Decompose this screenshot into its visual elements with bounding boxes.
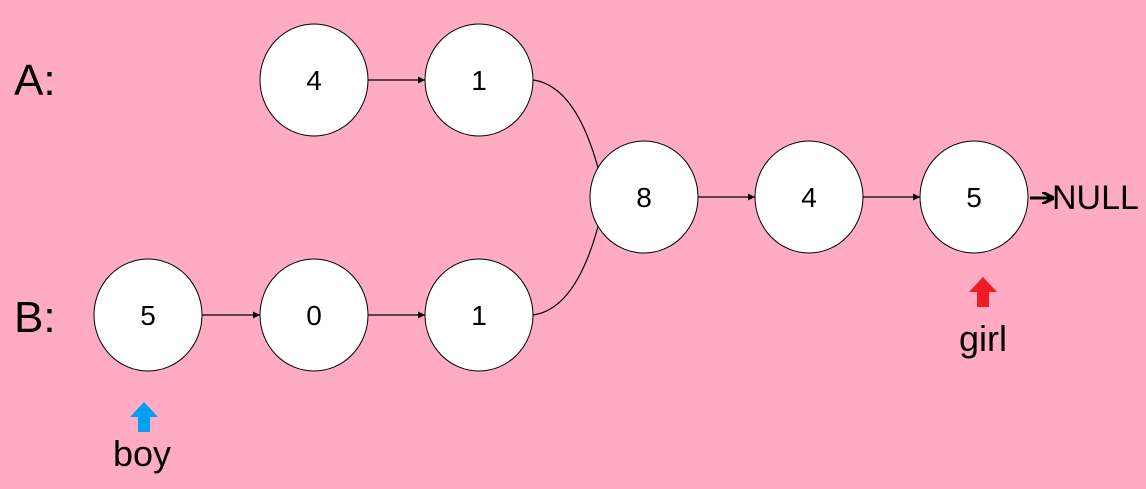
boy-pointer-label: boy <box>113 433 171 474</box>
girl-pointer-label: girl <box>959 318 1007 359</box>
node-value: 1 <box>471 300 487 331</box>
row-label-a: A: <box>14 56 56 105</box>
boy-pointer-arrow-icon <box>130 402 158 432</box>
node-circle <box>919 140 1029 254</box>
node-value: 8 <box>636 182 652 213</box>
node-value: 4 <box>801 182 817 213</box>
node-circle <box>259 258 369 372</box>
list-node-b3: 1 <box>424 258 534 372</box>
row-label-b: B: <box>14 293 56 342</box>
node-value: 4 <box>306 65 322 96</box>
node-value: 5 <box>140 300 156 331</box>
node-value: 0 <box>306 300 322 331</box>
node-circle <box>424 258 534 372</box>
node-circle <box>754 140 864 254</box>
girl-pointer-arrow-icon <box>969 277 997 307</box>
list-node-b2: 0 <box>259 258 369 372</box>
null-terminal: NULL <box>1052 179 1139 217</box>
list-node-c2: 4 <box>754 140 864 254</box>
list-node-a1: 4 <box>259 23 369 137</box>
node-circle <box>424 23 534 137</box>
node-value: 5 <box>966 182 982 213</box>
node-value: 1 <box>471 65 487 96</box>
list-node-c1: 8 <box>589 140 699 254</box>
list-node-a2: 1 <box>424 23 534 137</box>
node-circle <box>93 258 203 372</box>
nodes: 4 1 8 4 5 5 0 1 <box>93 23 1029 372</box>
node-circle <box>259 23 369 137</box>
list-node-c3: 5 <box>919 140 1029 254</box>
list-node-b1: 5 <box>93 258 203 372</box>
node-circle <box>589 140 699 254</box>
